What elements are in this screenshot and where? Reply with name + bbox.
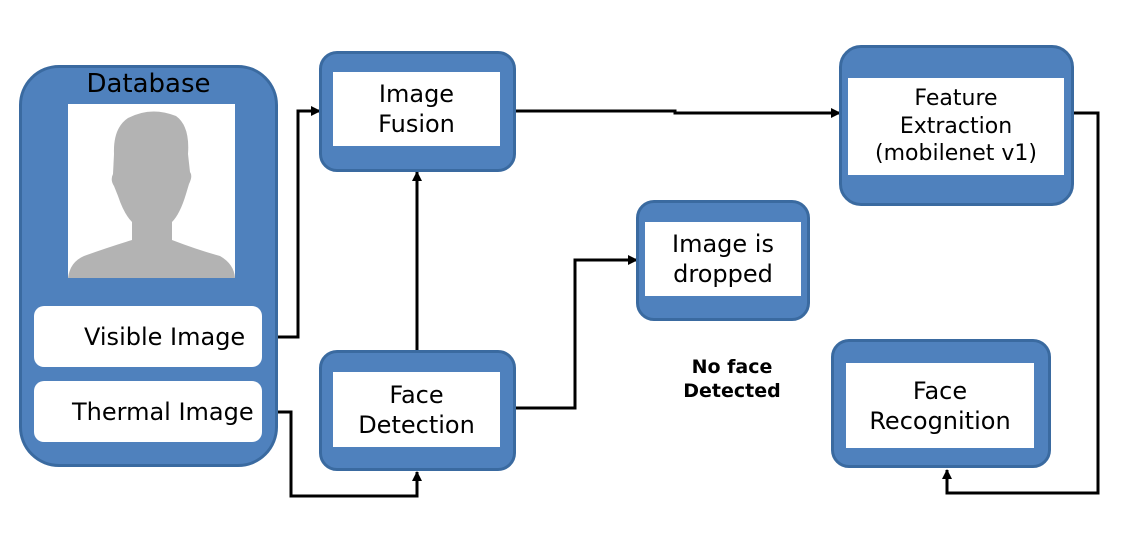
arrow-detection-to-dropped <box>515 255 638 410</box>
arrow-visible-to-fusion <box>275 106 321 339</box>
feature-extraction-panel: Feature Extraction (mobilenet v1) <box>848 78 1064 175</box>
arrow-thermal-to-detection <box>275 410 422 498</box>
database-title: Database <box>86 69 211 99</box>
visible-image-label: Visible Image <box>84 322 246 351</box>
image-dropped-panel: Image is dropped <box>645 222 801 296</box>
visible-image-field: Visible Image <box>34 306 262 367</box>
face-detection-label: Face Detection <box>358 380 475 439</box>
feature-extraction-label: Feature Extraction (mobilenet v1) <box>875 86 1037 167</box>
no-face-text: No face Detected <box>683 355 781 403</box>
thermal-image-label: Thermal Image <box>72 397 254 426</box>
person-silhouette-icon <box>68 111 235 278</box>
no-face-annotation: No face Detected <box>665 330 799 404</box>
arrow-fusion-to-extraction <box>515 108 841 118</box>
arrow-extraction-to-recognition <box>942 111 1100 495</box>
face-detection-panel: Face Detection <box>333 372 500 447</box>
image-dropped-label: Image is dropped <box>672 230 774 288</box>
database-photo <box>68 104 235 278</box>
image-fusion-label: Image Fusion <box>378 80 455 138</box>
thermal-image-field: Thermal Image <box>34 381 262 442</box>
image-fusion-panel: Image Fusion <box>333 72 500 146</box>
face-recognition-label: Face Recognition <box>869 376 1011 435</box>
face-recognition-panel: Face Recognition <box>846 363 1034 448</box>
